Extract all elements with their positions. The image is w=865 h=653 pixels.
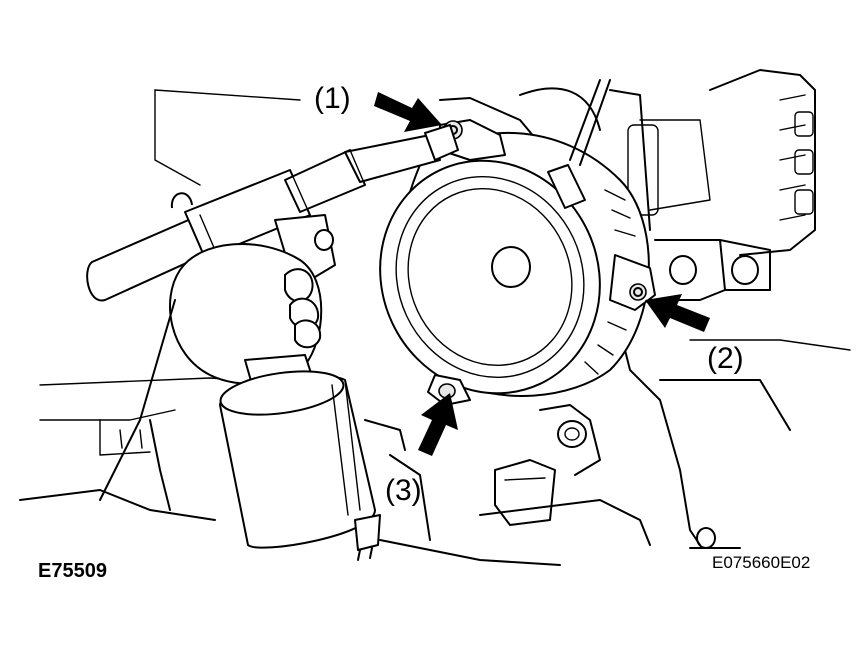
callout-label-3: (3) xyxy=(385,474,422,507)
callout-label-1: (1) xyxy=(314,82,351,115)
rivet-2 xyxy=(629,283,647,301)
battery-pack xyxy=(219,354,381,561)
arrow-2 xyxy=(645,294,710,332)
figure-code-left: E75509 xyxy=(38,560,107,582)
figure-code-right: E075660E02 xyxy=(712,553,810,572)
callout-label-2: (2) xyxy=(707,342,744,375)
door-panel xyxy=(19,69,851,566)
arrow-3 xyxy=(418,393,458,456)
speaker xyxy=(379,79,656,406)
arrow-1 xyxy=(374,92,442,132)
